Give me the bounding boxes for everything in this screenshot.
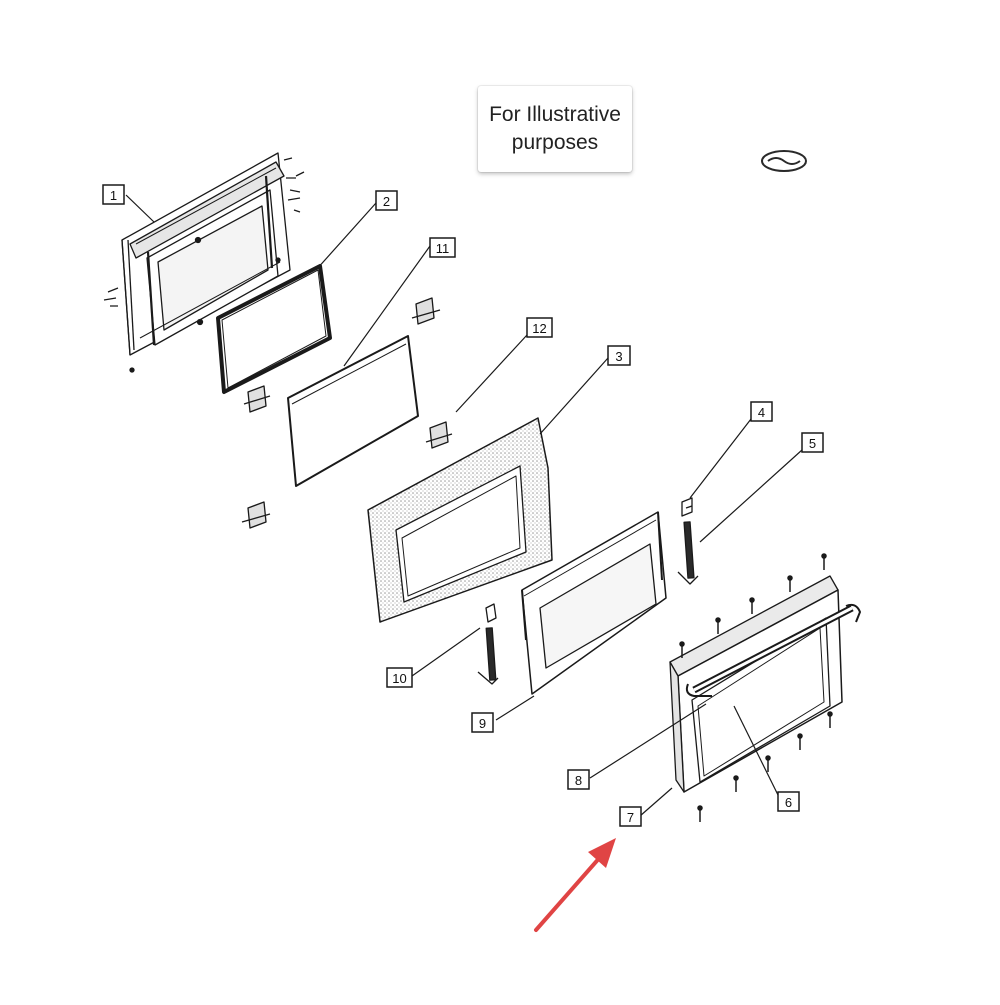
callout-9-label: 9 [479,716,486,731]
callout-12-label: 12 [532,321,546,336]
callout-5-label: 5 [809,436,816,451]
callout-6-label: 6 [785,795,792,810]
screws [679,553,833,822]
callout-5: 5 [801,432,824,453]
callout-2-label: 2 [383,194,390,209]
part-5-hinge [677,521,699,585]
illustrative-notice-text: For Illustrative purposes [489,103,621,154]
callout-11: 11 [429,237,456,258]
callout-4-label: 4 [758,405,765,420]
part-10-hinge [477,603,499,685]
part-9-liner [521,511,667,695]
callout-6: 6 [777,791,800,812]
callout-3-label: 3 [615,349,622,364]
callout-3: 3 [607,345,631,366]
callout-12: 12 [526,317,553,338]
part-2-gasket [216,264,332,394]
logo-mark-icon [761,150,807,172]
callout-4: 4 [750,401,773,422]
part-7-outer-door [669,575,843,793]
bracket-left-upper [243,385,271,413]
leader-lines [125,194,803,817]
callout-8-label: 8 [575,773,582,788]
callout-1: 1 [102,184,125,205]
part-12-bracket [425,421,453,449]
callout-8: 8 [567,769,590,790]
callout-1-label: 1 [110,188,117,203]
bracket-left-lower [241,501,271,529]
callout-11-label: 11 [436,241,450,256]
callout-10: 10 [386,667,413,688]
callout-7: 7 [619,806,642,827]
part-11-glass [287,335,419,487]
highlight-arrow-icon [534,838,616,932]
callout-7-label: 7 [627,810,634,825]
part-4-clip [681,497,693,517]
callout-9: 9 [471,712,494,733]
callout-10-label: 10 [392,671,406,686]
illustrative-notice: For Illustrative purposes [478,86,632,172]
callout-2: 2 [375,190,398,211]
part-1-inner-frame [103,152,305,373]
bracket-center-upper [411,297,441,325]
part-6-handle [685,603,861,697]
part-3-panel [367,417,553,623]
